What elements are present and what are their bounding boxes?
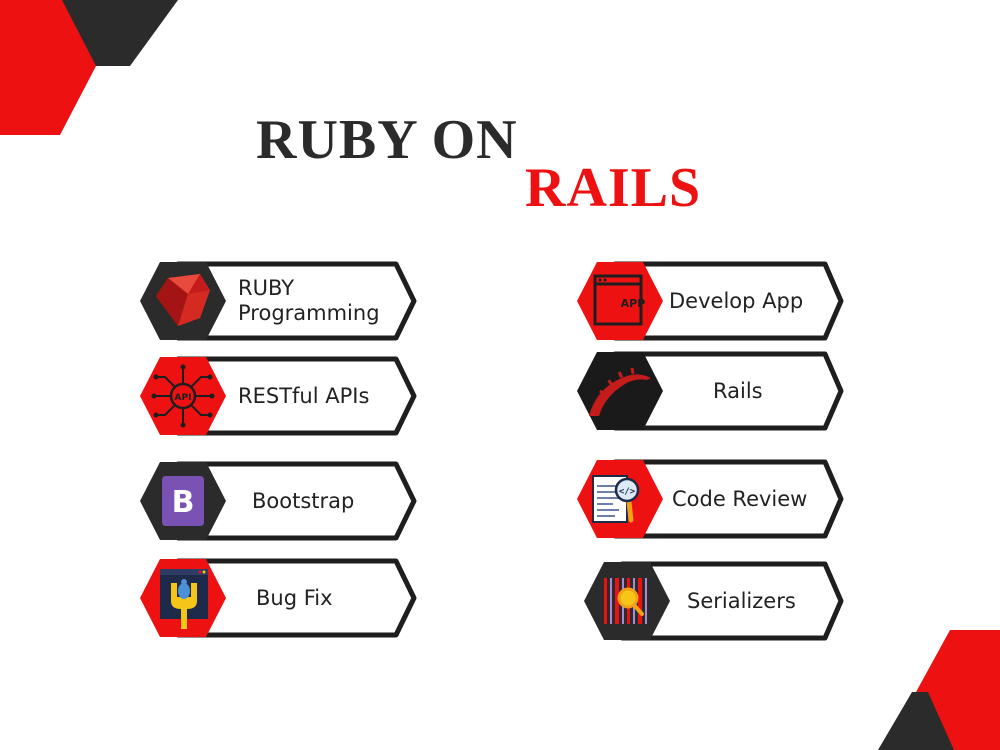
api-circuit-icon: API — [140, 357, 226, 435]
app-window-icon: APP — [577, 262, 663, 340]
bottom-right-corner-decoration — [878, 630, 1000, 750]
item-label: Bug Fix — [256, 585, 333, 610]
svg-text:</>: </> — [619, 487, 636, 497]
item-label: Code Review — [672, 486, 808, 511]
code-review-icon: </> — [577, 460, 663, 538]
title-ruby-on: RUBY ON — [256, 109, 518, 171]
item-bug-fix: Bug Fix — [138, 557, 418, 639]
top-left-corner-decoration — [0, 0, 178, 135]
rails-logo-icon — [577, 352, 663, 430]
title-rails: RAILS — [525, 157, 702, 219]
svg-text:API: API — [175, 393, 192, 403]
item-rails: Rails — [575, 350, 855, 432]
item-ruby-programming: RUBY Programming — [138, 260, 418, 342]
item-label: Develop App — [669, 288, 804, 313]
item-restful-apis: API RESTful APIs — [138, 355, 418, 437]
item-develop-app: APP Develop App — [575, 260, 855, 342]
ruby-gem-icon — [140, 262, 226, 340]
item-serializers: Serializers — [582, 560, 862, 642]
item-code-review: </> Code Review — [575, 458, 855, 540]
bug-fix-wrench-icon — [140, 559, 226, 637]
barcode-magnifier-icon — [584, 562, 670, 640]
svg-text:B: B — [172, 485, 195, 520]
item-label: Rails — [713, 378, 763, 403]
item-label: RUBY Programming — [238, 276, 380, 325]
svg-text:APP: APP — [621, 297, 646, 310]
bootstrap-logo-icon: B — [140, 462, 226, 540]
item-label: Serializers — [687, 588, 796, 613]
item-label: RESTful APIs — [238, 383, 370, 408]
item-bootstrap: B Bootstrap — [138, 460, 418, 542]
item-label: Bootstrap — [252, 488, 355, 513]
